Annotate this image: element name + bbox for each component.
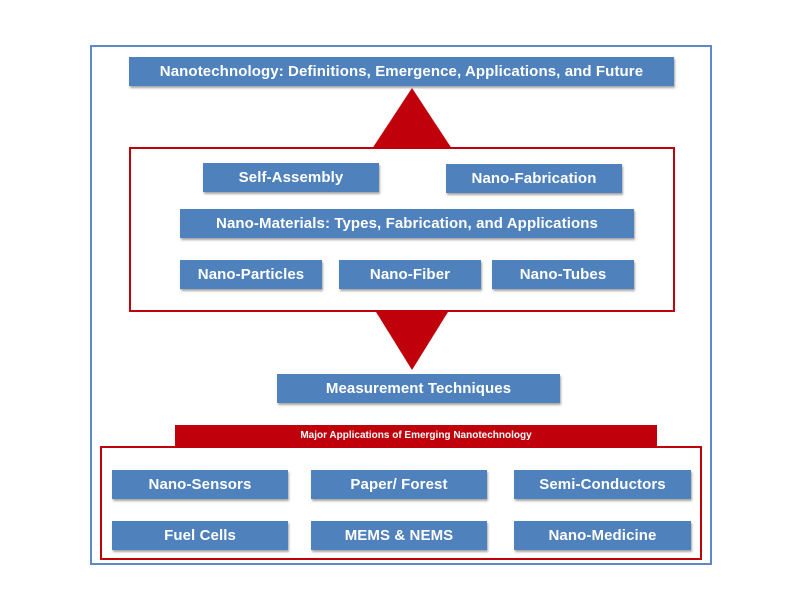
nano-materials-box: Nano-Materials: Types, Fabrication, and … — [180, 209, 634, 238]
main-title-box: Nanotechnology: Definitions, Emergence, … — [129, 57, 674, 86]
fuel-cells-box: Fuel Cells — [112, 521, 288, 550]
semi-conductors-box: Semi-Conductors — [514, 470, 691, 499]
nano-tubes-box: Nano-Tubes — [492, 260, 634, 289]
nano-fabrication-box: Nano-Fabrication — [446, 164, 622, 193]
outer-frame — [90, 45, 712, 565]
nano-medicine-box: Nano-Medicine — [514, 521, 691, 550]
paper-forest-box: Paper/ Forest — [311, 470, 487, 499]
self-assembly-box: Self-Assembly — [203, 163, 379, 192]
nano-sensors-box: Nano-Sensors — [112, 470, 288, 499]
applications-banner: Major Applications of Emerging Nanotechn… — [175, 425, 657, 446]
nano-particles-box: Nano-Particles — [180, 260, 322, 289]
nano-fiber-box: Nano-Fiber — [339, 260, 481, 289]
mems-nems-box: MEMS & NEMS — [311, 521, 487, 550]
measurement-techniques-box: Measurement Techniques — [277, 374, 560, 403]
